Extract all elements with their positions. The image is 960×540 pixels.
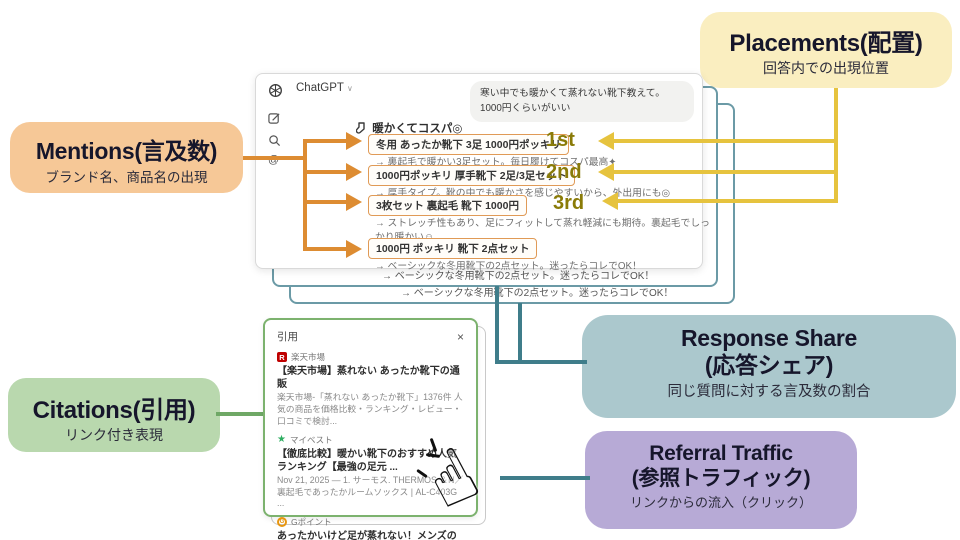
mybest-star-icon: ★ (277, 433, 286, 445)
citations-line (216, 412, 264, 416)
rank-1st: 1st (546, 129, 575, 151)
placements-arrow-line-1 (613, 139, 838, 143)
citation-link-1[interactable]: 【楽天市場】蒸れない あったか靴下の通販 (277, 366, 460, 390)
stacked-answer-line: → ベーシックな冬用靴下の2点セット。迷ったらコレでOK！ (382, 271, 655, 282)
referral-traffic-label: Referral Traffic (参照トラフィック) リンクからの流入（クリッ… (585, 431, 857, 529)
mentions-branch-line (303, 139, 307, 251)
app-title[interactable]: ChatGPT ∨ (296, 82, 353, 94)
mentions-subtitle: ブランド名、商品名の出現 (45, 170, 208, 185)
response-share-line-h (495, 360, 587, 364)
mentions-arrowhead-4 (346, 240, 362, 258)
product-mention-4: 1000円 ポッキリ 靴下 2点セット (368, 238, 538, 259)
product-mention-2: 1000円ポッキリ 厚手靴下 2足/3足セット (368, 165, 575, 186)
rank-3rd: 3rd (553, 192, 585, 214)
placements-title: Placements(配置) (729, 30, 923, 57)
app-title-label: ChatGPT (296, 82, 344, 94)
citations-title: Citations(引用) (32, 397, 196, 424)
citation-source-3: G Gポイント (277, 516, 464, 528)
citation-panel: 引用 × R 楽天市場 【楽天市場】蒸れない あったか靴下の通販 楽天市場-「蒸… (263, 318, 478, 540)
citations-subtitle: リンク付き表現 (65, 427, 163, 443)
citation-source-2: ★ マイベスト (277, 434, 464, 446)
mentions-label: Mentions(言及数) ブランド名、商品名の出現 (10, 122, 243, 193)
response-share-line-v2 (518, 303, 522, 364)
gpoint-logo-icon: G (277, 517, 287, 528)
close-icon[interactable]: × (456, 329, 464, 344)
mentions-arrow-line-4 (303, 247, 347, 251)
product-desc-4: → ベーシックな冬用靴下の2点セット。迷ったらコレでOK！ (375, 261, 642, 272)
mentions-arrowhead-2 (346, 163, 362, 181)
stacked-answer-line: → ベーシックな冬用靴下の2点セット。迷ったらコレでOK！ (401, 288, 674, 299)
mentions-arrow-line-1 (303, 139, 347, 143)
chevron-down-icon: ∨ (346, 84, 353, 93)
citations-label: Citations(引用) リンク付き表現 (8, 378, 220, 452)
mentions-feed-line (243, 156, 307, 160)
citation-source-1: R 楽天市場 (277, 351, 464, 363)
placements-branch-line (834, 88, 838, 203)
answer-heading-label: 暖かくてコスパ◎ (372, 123, 463, 135)
product-desc-3: → ストレッチ性もあり、足にフィットして蒸れ軽減にも期待。裏起毛でしっかり暖かい… (375, 218, 710, 243)
mentions-arrowhead-3 (346, 193, 362, 211)
mentions-arrow-line-3 (303, 200, 347, 204)
citation-site-label: 楽天市場 (291, 352, 326, 362)
response-share-line-v1 (495, 286, 499, 364)
placements-arrowhead-3 (602, 192, 618, 210)
mentions-arrowhead-1 (346, 132, 362, 150)
openai-logo-icon (268, 83, 283, 103)
response-share-title: Response Share (応答シェア) (680, 325, 858, 379)
product-mention-3: 3枚セット 裏起毛 靴下 1000円 (368, 195, 527, 216)
rank-2nd: 2nd (546, 161, 582, 183)
user-message-bubble: 寒い中でも暖かくて蒸れない靴下教えて。1000円くらいがいい (470, 81, 694, 123)
citation-desc-1: 楽天市場-「蒸れない あったか靴下」1376件 人気の商品を価格比較・ランキング… (277, 392, 463, 426)
citation-site-label: マイベスト (289, 434, 333, 445)
placements-arrow-line-3 (617, 199, 838, 203)
placements-arrow-line-2 (613, 170, 838, 174)
response-share-label: Response Share (応答シェア) 同じ質問に対する言及数の割合 (582, 315, 956, 418)
citation-desc-2: Nov 21, 2025 — 1. サーモス. THERMOS ＆N／裏起毛であ… (277, 474, 464, 509)
referral-line (500, 476, 590, 480)
citation-link-3[interactable]: あったかいけど足が蒸れない！メンズの防寒靴下 でおすすめを ... (277, 531, 457, 540)
search-icon[interactable] (268, 134, 281, 152)
placements-arrowhead-1 (598, 132, 614, 150)
citation-panel-title: 引用 (277, 331, 298, 343)
product-desc-1: → 裏起毛で暖かい3足セット。毎日履けてコスパ最高✦ (375, 157, 617, 168)
product-desc-2: → 厚手タイプ。靴の中でも暖かさを感じやすいから、外出用にも◎ (375, 188, 671, 199)
gpts-icon[interactable]: @ (268, 154, 280, 166)
response-share-subtitle: 同じ質問に対する言及数の割合 (667, 384, 871, 401)
mentions-arrow-line-2 (303, 170, 347, 174)
citation-link-2[interactable]: 【徹底比較】暖かい靴下のおすすめ人気ランキング【最強の足元 ... (277, 448, 457, 473)
product-mention-1: 冬用 あったか靴下 3足 1000円ポッキリ (368, 134, 569, 155)
placements-label: Placements(配置) 回答内での出現位置 (700, 12, 952, 88)
referral-traffic-title: Referral Traffic (参照トラフィック) (631, 442, 811, 491)
click-hand-icon: ☝ (412, 430, 493, 528)
citation-site-label: Gポイント (291, 517, 332, 528)
placements-arrowhead-2 (598, 163, 614, 181)
referral-traffic-subtitle: リンクからの流入（クリック） (629, 495, 812, 511)
compose-icon[interactable] (268, 112, 281, 130)
mentions-title: Mentions(言及数) (35, 138, 218, 164)
rakuten-logo-icon: R (277, 352, 287, 362)
placements-subtitle: 回答内での出現位置 (763, 60, 889, 76)
